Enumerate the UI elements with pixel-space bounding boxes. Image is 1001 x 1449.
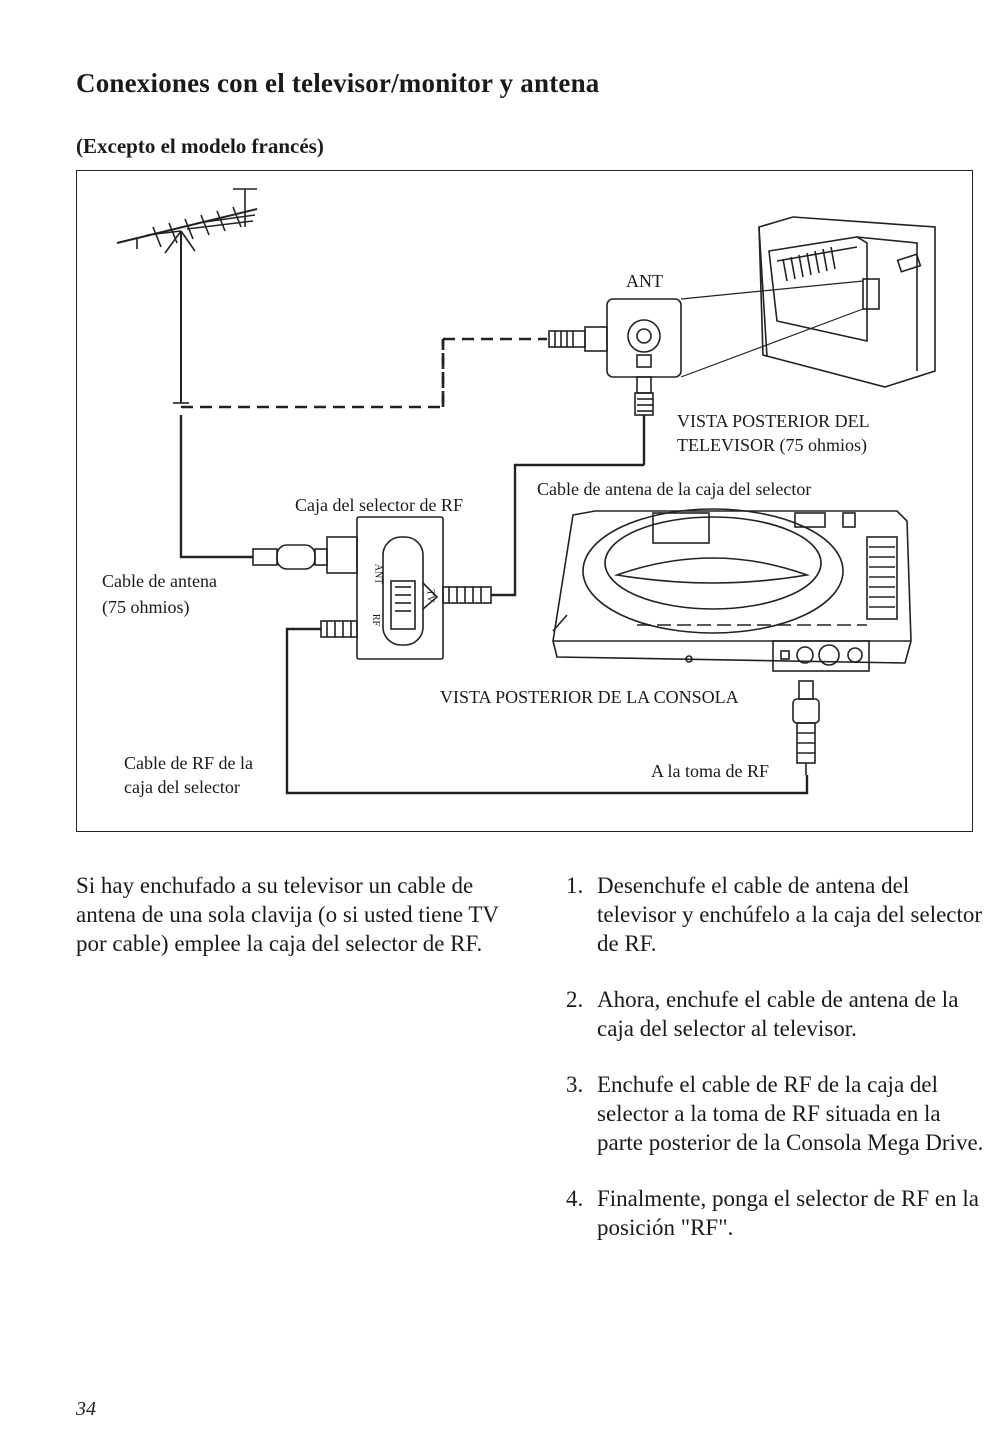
page-subtitle: (Excepto el modelo francés) — [76, 134, 324, 158]
step-item: 3. Enchufe el cable de RF de la caja del… — [566, 1070, 986, 1157]
antenna-icon — [116, 188, 258, 404]
selector-box-label: Caja del selector de RF — [295, 495, 463, 515]
switch-tv-label: TV — [424, 589, 436, 603]
step-item: 2. Ahora, enchufe el cable de antena de … — [566, 985, 986, 1043]
connection-diagram-drawing — [116, 188, 936, 795]
connection-diagram: ANT VISTA POSTERIOR DEL TELEVISOR (75 oh… — [76, 170, 973, 832]
selector-rf-plug-icon — [320, 620, 358, 638]
antenna-plug-icon — [252, 536, 358, 574]
step-number: 1. — [566, 873, 584, 898]
step-number: 2. — [566, 987, 584, 1012]
rf-cable-label-2: caja del selector — [124, 777, 240, 797]
switch-ant-label: ANT — [372, 563, 384, 585]
rf-selector-box-icon — [356, 516, 444, 660]
step-item: 4. Finalmente, ponga el selector de RF e… — [566, 1184, 986, 1242]
ant-plug-icon — [548, 326, 608, 352]
page-number: 34 — [76, 1398, 96, 1420]
step-number: 4. — [566, 1186, 584, 1211]
rf-cable-label-1: Cable de RF de la — [124, 753, 253, 773]
to-rf-jack-label: A la toma de RF — [651, 761, 769, 781]
instruction-steps: 1. Desenchufe el cable de antena del tel… — [566, 871, 986, 1269]
selector-tv-plug-icon — [442, 586, 492, 604]
television-icon — [758, 216, 936, 388]
antenna-cable-label-1: Cable de antena — [102, 571, 217, 591]
tv-cable-plug-icon — [634, 376, 654, 465]
mega-drive-console-icon — [552, 508, 912, 672]
step-number: 3. — [566, 1072, 584, 1097]
antenna-cable-label-2: (75 ohmios) — [102, 597, 190, 617]
step-text: Desenchufe el cable de antena del televi… — [597, 873, 983, 956]
tv-rear-view-label-1: VISTA POSTERIOR DEL — [677, 411, 870, 431]
tv-ant-jack-icon — [606, 298, 682, 378]
tv-rear-view-label-2: TELEVISOR (75 ohmios) — [677, 435, 867, 455]
step-text: Finalmente, ponga el selector de RF en l… — [597, 1186, 979, 1240]
step-text: Enchufe el cable de RF de la caja del se… — [597, 1072, 984, 1155]
switch-rf-label: RF — [370, 613, 382, 627]
ant-label: ANT — [626, 271, 663, 291]
selector-cable-label: Cable de antena de la caja del selector — [537, 479, 812, 499]
step-text: Ahora, enchufe el cable de antena de la … — [597, 987, 959, 1041]
step-item: 1. Desenchufe el cable de antena del tel… — [566, 871, 986, 958]
rca-plug-icon — [792, 680, 820, 775]
page-title: Conexiones con el televisor/monitor y an… — [76, 68, 600, 98]
console-rear-view-label: VISTA POSTERIOR DE LA CONSOLA — [440, 687, 739, 707]
intro-paragraph: Si hay enchufado a su televisor un cable… — [76, 873, 499, 956]
